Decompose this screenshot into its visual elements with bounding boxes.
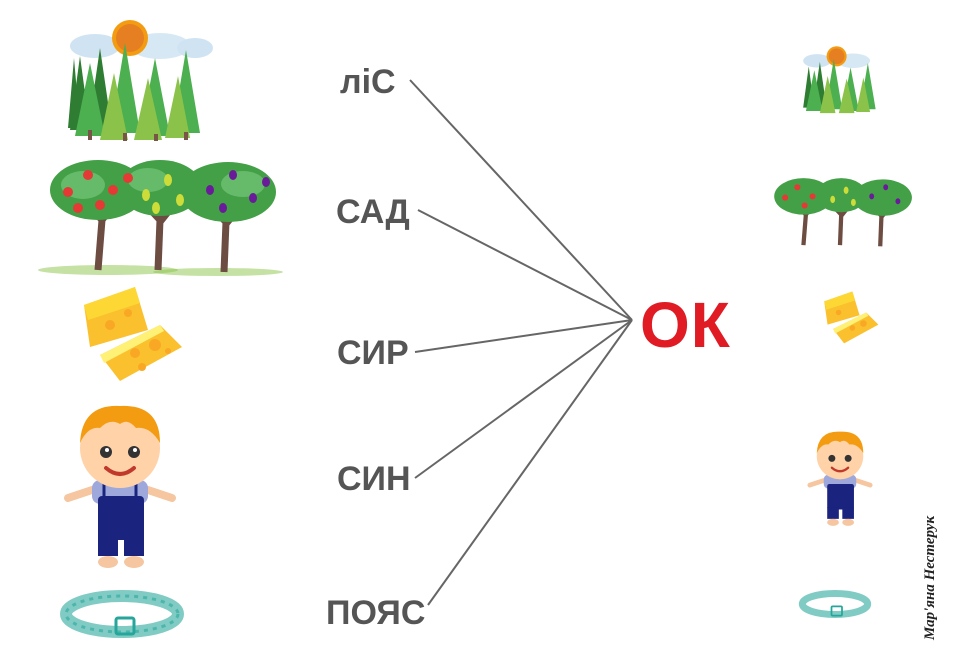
orchard-small-icon [774,178,912,247]
belt-small-icon [798,590,872,618]
forest-small-icon [803,46,876,114]
connector-syn [414,319,633,479]
connector-poias [427,319,633,606]
cheese-small-icon [824,291,879,344]
connector-syr [414,319,633,353]
word-syn: СИН [337,460,411,498]
cheese-icon [84,287,182,381]
connector-sad [417,209,633,321]
forest-icon [68,20,213,141]
boy-small-icon [807,431,873,526]
belt-icon [60,590,184,638]
author-signature: Мар'яна Нестерук [922,515,938,640]
word-lis: ліС [340,63,396,101]
word-syr: СИР [337,334,409,372]
connector-lis [409,79,633,321]
boy-icon [64,405,176,568]
suffix-ok: ОК [640,289,731,361]
word-sad: САД [336,193,410,231]
orchard-icon [38,160,283,276]
word-poias: ПОЯС [326,594,426,632]
